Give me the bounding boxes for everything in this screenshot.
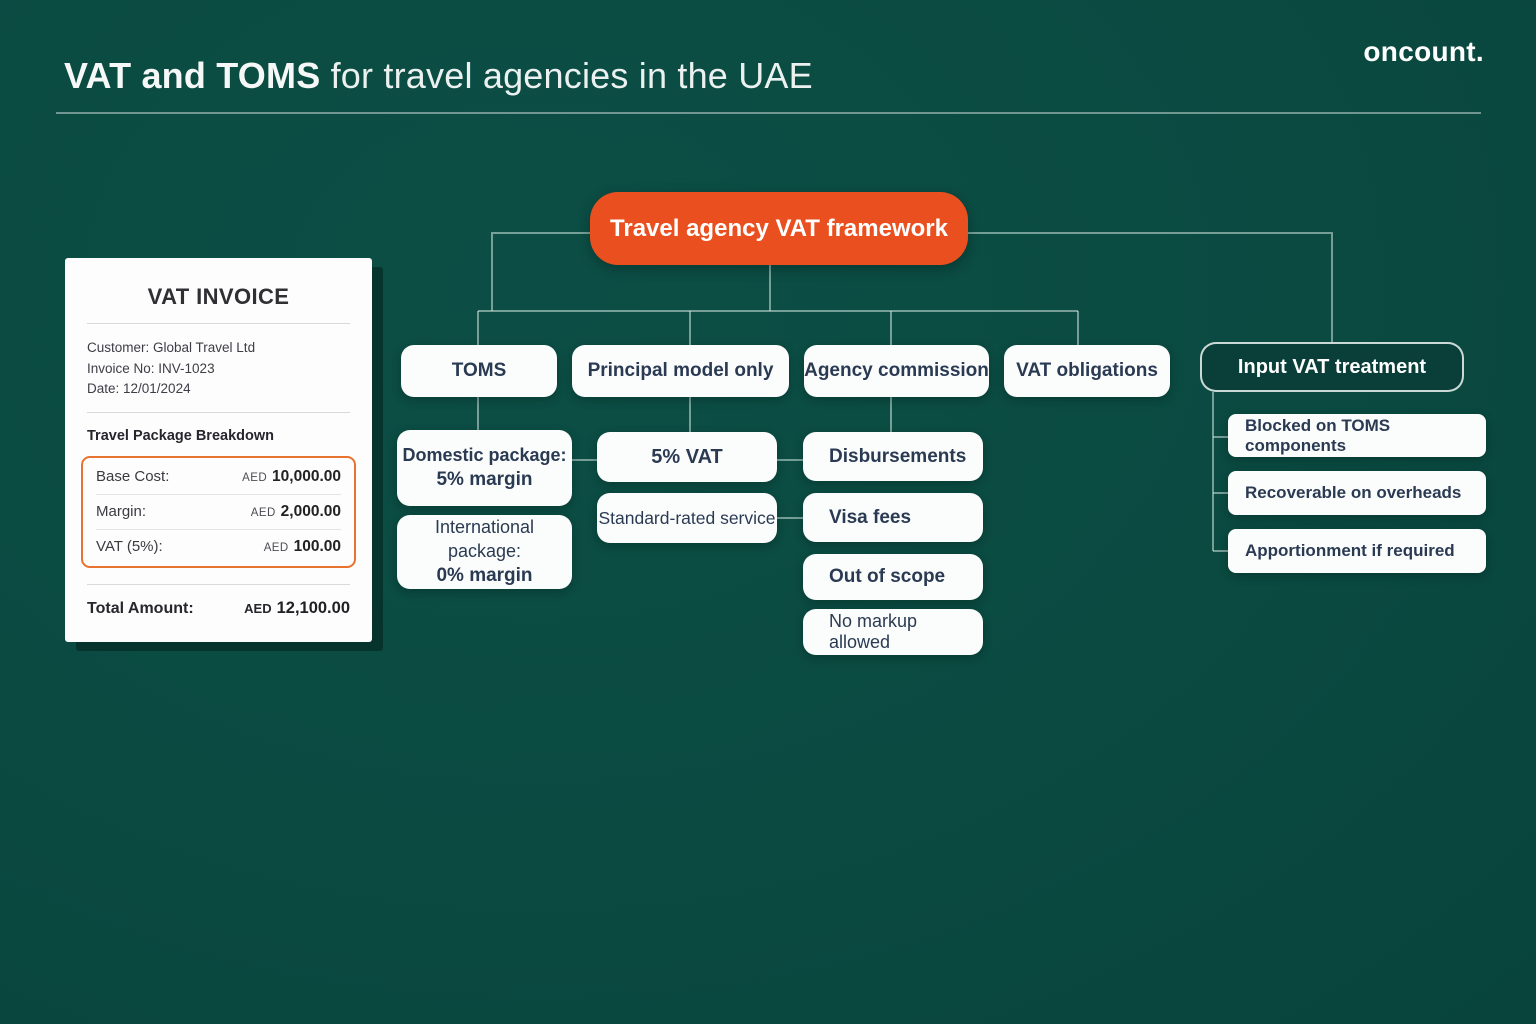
node-agency-commission-label: Agency commission <box>804 360 989 381</box>
node-domestic-package: Domestic package: 5% margin <box>397 430 572 506</box>
margin-amount: AED 2,000.00 <box>251 503 341 521</box>
node-disbursements: Disbursements <box>803 432 983 481</box>
header-divider <box>56 112 1481 114</box>
total-currency: AED <box>244 600 272 616</box>
node-standard-rated-service: Standard-rated service <box>597 493 777 543</box>
node-no-markup-allowed: No markup allowed <box>803 609 983 655</box>
disbursements-label: Disbursements <box>829 445 967 467</box>
node-input-vat-treatment: Input VAT treatment <box>1200 342 1464 392</box>
page-title: VAT and TOMS for travel agencies in the … <box>64 55 813 97</box>
invoice-divider <box>87 583 350 585</box>
page-title-rest: for travel agencies in the UAE <box>320 55 813 96</box>
vat-value: 100.00 <box>293 537 341 555</box>
no-markup-allowed-label: No markup allowed <box>829 611 918 652</box>
node-5-percent-vat: 5% VAT <box>597 432 777 482</box>
recoverable-on-overheads-label: Recoverable on overheads <box>1245 483 1462 502</box>
invoice-customer-line: Customer: Global Travel Ltd <box>87 340 256 355</box>
margin-currency: AED <box>250 506 276 519</box>
node-recoverable-on-overheads: Recoverable on overheads <box>1228 471 1486 515</box>
invoice-highlight-box: Base Cost: AED 10,000.00 Margin: AED 2,000… <box>81 455 356 568</box>
node-travel-agency-vat-framework: Travel agency VAT framework <box>590 192 968 265</box>
invoice-date-line: Date: 12/01/2024 <box>87 381 191 396</box>
vat-invoice-card: VAT INVOICE Customer: Global Travel Ltd … <box>65 258 372 642</box>
node-international-package: International package: 0% margin <box>397 515 572 589</box>
node-principal-model-only: Principal model only <box>572 345 789 397</box>
vat-amount: AED 100.00 <box>264 538 341 556</box>
vat-currency: AED <box>263 541 289 554</box>
node-toms-label: TOMS <box>451 360 507 381</box>
invoice-row-vat: VAT (5%): AED 100.00 <box>96 530 341 564</box>
base-cost-label: Base Cost: <box>96 467 170 485</box>
standard-rated-service-label: Standard-rated service <box>598 507 776 528</box>
node-principal-model-only-label: Principal model only <box>587 360 774 381</box>
margin-value: 2,000.00 <box>280 502 341 520</box>
total-value: 12,100.00 <box>276 598 350 617</box>
base-cost-currency: AED <box>242 471 268 484</box>
node-toms: TOMS <box>401 345 557 397</box>
root-node-label: Travel agency VAT framework <box>610 214 948 242</box>
node-input-vat-treatment-label: Input VAT treatment <box>1237 355 1427 378</box>
oncount-logo: oncount. <box>1363 36 1484 67</box>
vat-label: VAT (5%): <box>96 537 163 555</box>
page-title-bold: VAT and TOMS <box>64 55 321 96</box>
visa-fees-label: Visa fees <box>829 506 912 528</box>
node-out-of-scope: Out of scope <box>803 554 983 600</box>
invoice-title: VAT INVOICE <box>147 284 290 309</box>
invoice-section-title: Travel Package Breakdown <box>87 427 274 444</box>
node-apportionment-if-required: Apportionment if required <box>1228 529 1486 573</box>
node-blocked-on-toms-components: Blocked on TOMS components <box>1228 414 1486 457</box>
invoice-number-line: Invoice No: INV-1023 <box>87 360 215 376</box>
invoice-meta: Customer: Global Travel Ltd Invoice No: … <box>87 338 350 400</box>
node-agency-commission: Agency commission <box>804 345 989 397</box>
node-vat-obligations: VAT obligations <box>1004 345 1170 397</box>
domestic-package-line2: 5% margin <box>436 469 533 491</box>
5-percent-vat-label: 5% VAT <box>651 445 723 468</box>
domestic-package-line1: Domestic package: <box>402 445 567 466</box>
node-visa-fees: Visa fees <box>803 493 983 542</box>
blocked-on-toms-components-label: Blocked on TOMS components <box>1245 415 1391 455</box>
total-amount-label: Total Amount: <box>87 599 194 617</box>
out-of-scope-label: Out of scope <box>829 566 946 587</box>
international-package-line2: 0% margin <box>436 565 533 587</box>
invoice-divider <box>87 411 350 413</box>
node-vat-obligations-label: VAT obligations <box>1016 360 1158 381</box>
invoice-divider <box>87 323 350 324</box>
invoice-row-base-cost: Base Cost: AED 10,000.00 <box>96 460 341 495</box>
base-cost-value: 10,000.00 <box>272 467 341 485</box>
margin-label: Margin: <box>96 502 147 520</box>
base-cost-amount: AED 10,000.00 <box>242 468 341 486</box>
invoice-row-margin: Margin: AED 2,000.00 <box>96 495 341 530</box>
apportionment-if-required-label: Apportionment if required <box>1245 541 1455 560</box>
international-package-line1: International package: <box>434 516 535 562</box>
